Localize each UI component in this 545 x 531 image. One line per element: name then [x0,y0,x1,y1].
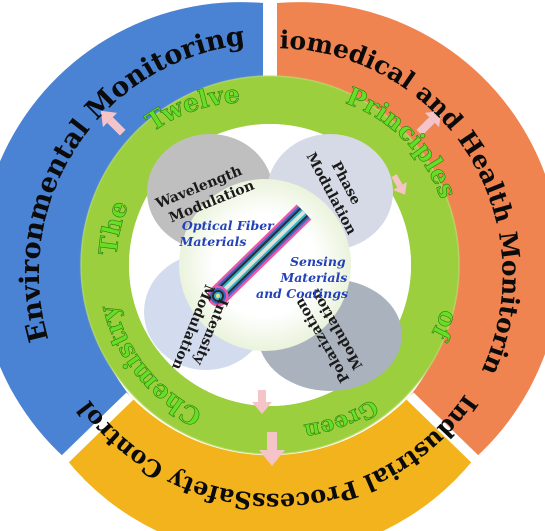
arrow-to-biomedical-icon [416,110,442,136]
environmental-sector [0,2,263,459]
biomedical-sector [277,2,545,459]
optical-fiber-icon [207,204,312,307]
sensing-label: Sensing Materials and Coatings [256,254,352,301]
arrow-inner-upper-icon [391,174,407,195]
optical-fiber-label: Optical Fiber Materials [179,218,279,249]
arrow-inner-lower-icon [252,390,272,414]
ring-arrows [100,110,442,466]
arrow-to-industrial-icon [259,432,285,466]
arrow-to-environmental-icon [100,110,126,136]
